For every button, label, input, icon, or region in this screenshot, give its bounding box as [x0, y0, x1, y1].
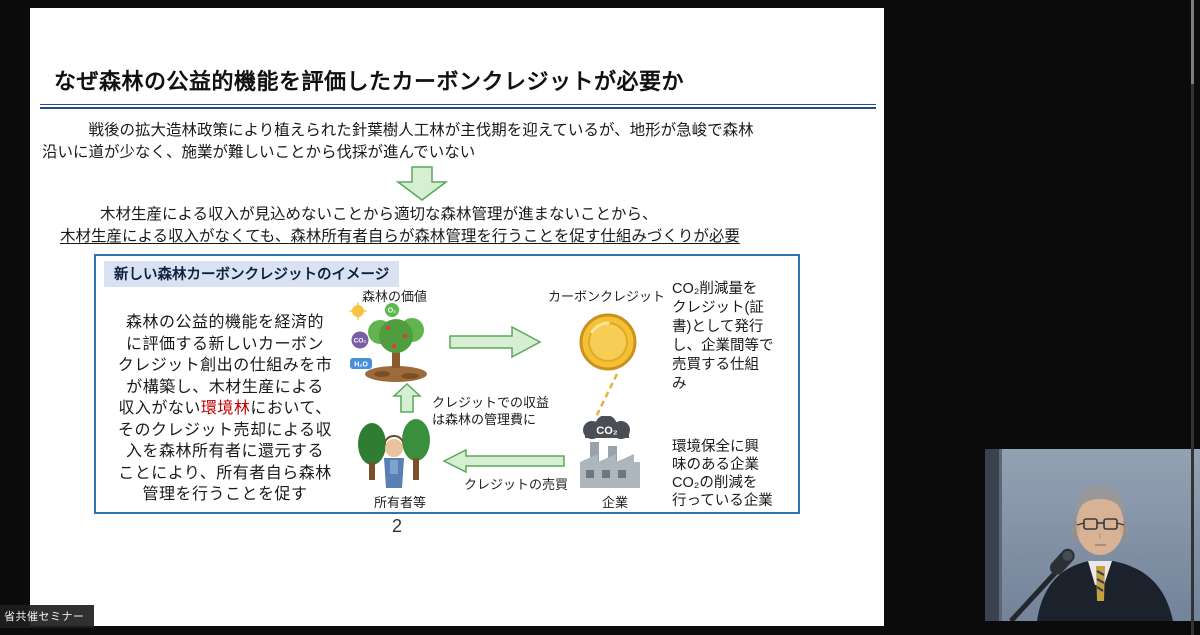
company-description: 環境保全に興 味のある企業 CO₂の削減を 行っている企業	[672, 439, 773, 509]
problem-line-1: 木材生産による収入が見込めないことから適切な森林管理が進まないことから、	[100, 206, 658, 223]
participant-name-label: 省共催セミナー	[0, 605, 94, 628]
coin-icon	[578, 312, 638, 372]
intro-paragraph: 戦後の拡大造林政策により植えられた針葉樹人工林が主伐期を迎えているが、地形が急峻…	[42, 122, 754, 161]
o2-label: O₂	[388, 308, 397, 315]
presenter	[985, 449, 1200, 621]
diagram-title-badge: 新しい森林カーボンクレジットのイメージ	[104, 261, 400, 287]
owner-label: 所有者等	[374, 495, 427, 510]
title-divider	[40, 104, 876, 109]
down-arrow-icon	[395, 166, 449, 202]
left-arrow-icon	[442, 448, 566, 474]
problem-statement: 木材生産による収入が見込めないことから適切な森林管理が進まないことから、 木材生…	[30, 204, 884, 248]
presentation-slide: なぜ森林の公益的機能を評価したカーボンクレジットが必要か 戦後の拡大造林政策によ…	[30, 8, 884, 626]
scrollbar-thumb[interactable]	[1191, 0, 1194, 84]
up-arrow-icon	[392, 382, 422, 414]
credit-trade-label: クレジットの売買	[464, 477, 569, 492]
forest-icon: O₂ CO₂ H₂O	[348, 302, 444, 386]
forest-owner-icon	[356, 416, 436, 490]
factory-icon: CO₂	[572, 415, 648, 490]
dashed-connector	[590, 372, 622, 422]
forest-value-label: 森林の価値	[362, 289, 428, 304]
right-arrow-icon	[448, 324, 542, 360]
diagram-description: 森林の公益的機能を経済的 に評価する新しいカーボン クレジット創出の仕組みを市 …	[106, 312, 344, 506]
page-number: 2	[391, 516, 402, 536]
slide-title: なぜ森林の公益的機能を評価したカーボンクレジットが必要か	[54, 69, 685, 94]
scrollbar[interactable]	[1191, 0, 1194, 635]
credit-issue-note: CO₂削減量を クレジット(証 書)として発行 し、企業間等で 売買する仕組 み	[672, 281, 774, 392]
h2o-label: H₂O	[354, 362, 368, 369]
credit-revenue-note: クレジットでの収益 は森林の管理費に	[432, 395, 550, 427]
description-highlight: 環境林	[200, 400, 251, 417]
problem-line-2: 木材生産による収入がなくても、森林所有者自らが森林管理を行うことを促す仕組みづく…	[60, 228, 740, 245]
description-before: 森林の公益的機能を経済的 に評価する新しいカーボン クレジット創出の仕組みを市 …	[117, 314, 333, 417]
presenter-video[interactable]	[985, 449, 1200, 621]
co2-bubble-label: CO₂	[354, 338, 367, 345]
diagram-box: 新しい森林カーボンクレジットのイメージ 森林の公益的機能を経済的 に評価する新し…	[94, 254, 800, 514]
co2-cloud-label: CO₂	[596, 425, 618, 437]
company-label: 企業	[602, 495, 629, 510]
carbon-credit-label: カーボンクレジット	[548, 289, 666, 304]
description-after: において、 そのクレジット売却による収 入を森林所有者に還元する ことにより、所…	[117, 400, 333, 503]
